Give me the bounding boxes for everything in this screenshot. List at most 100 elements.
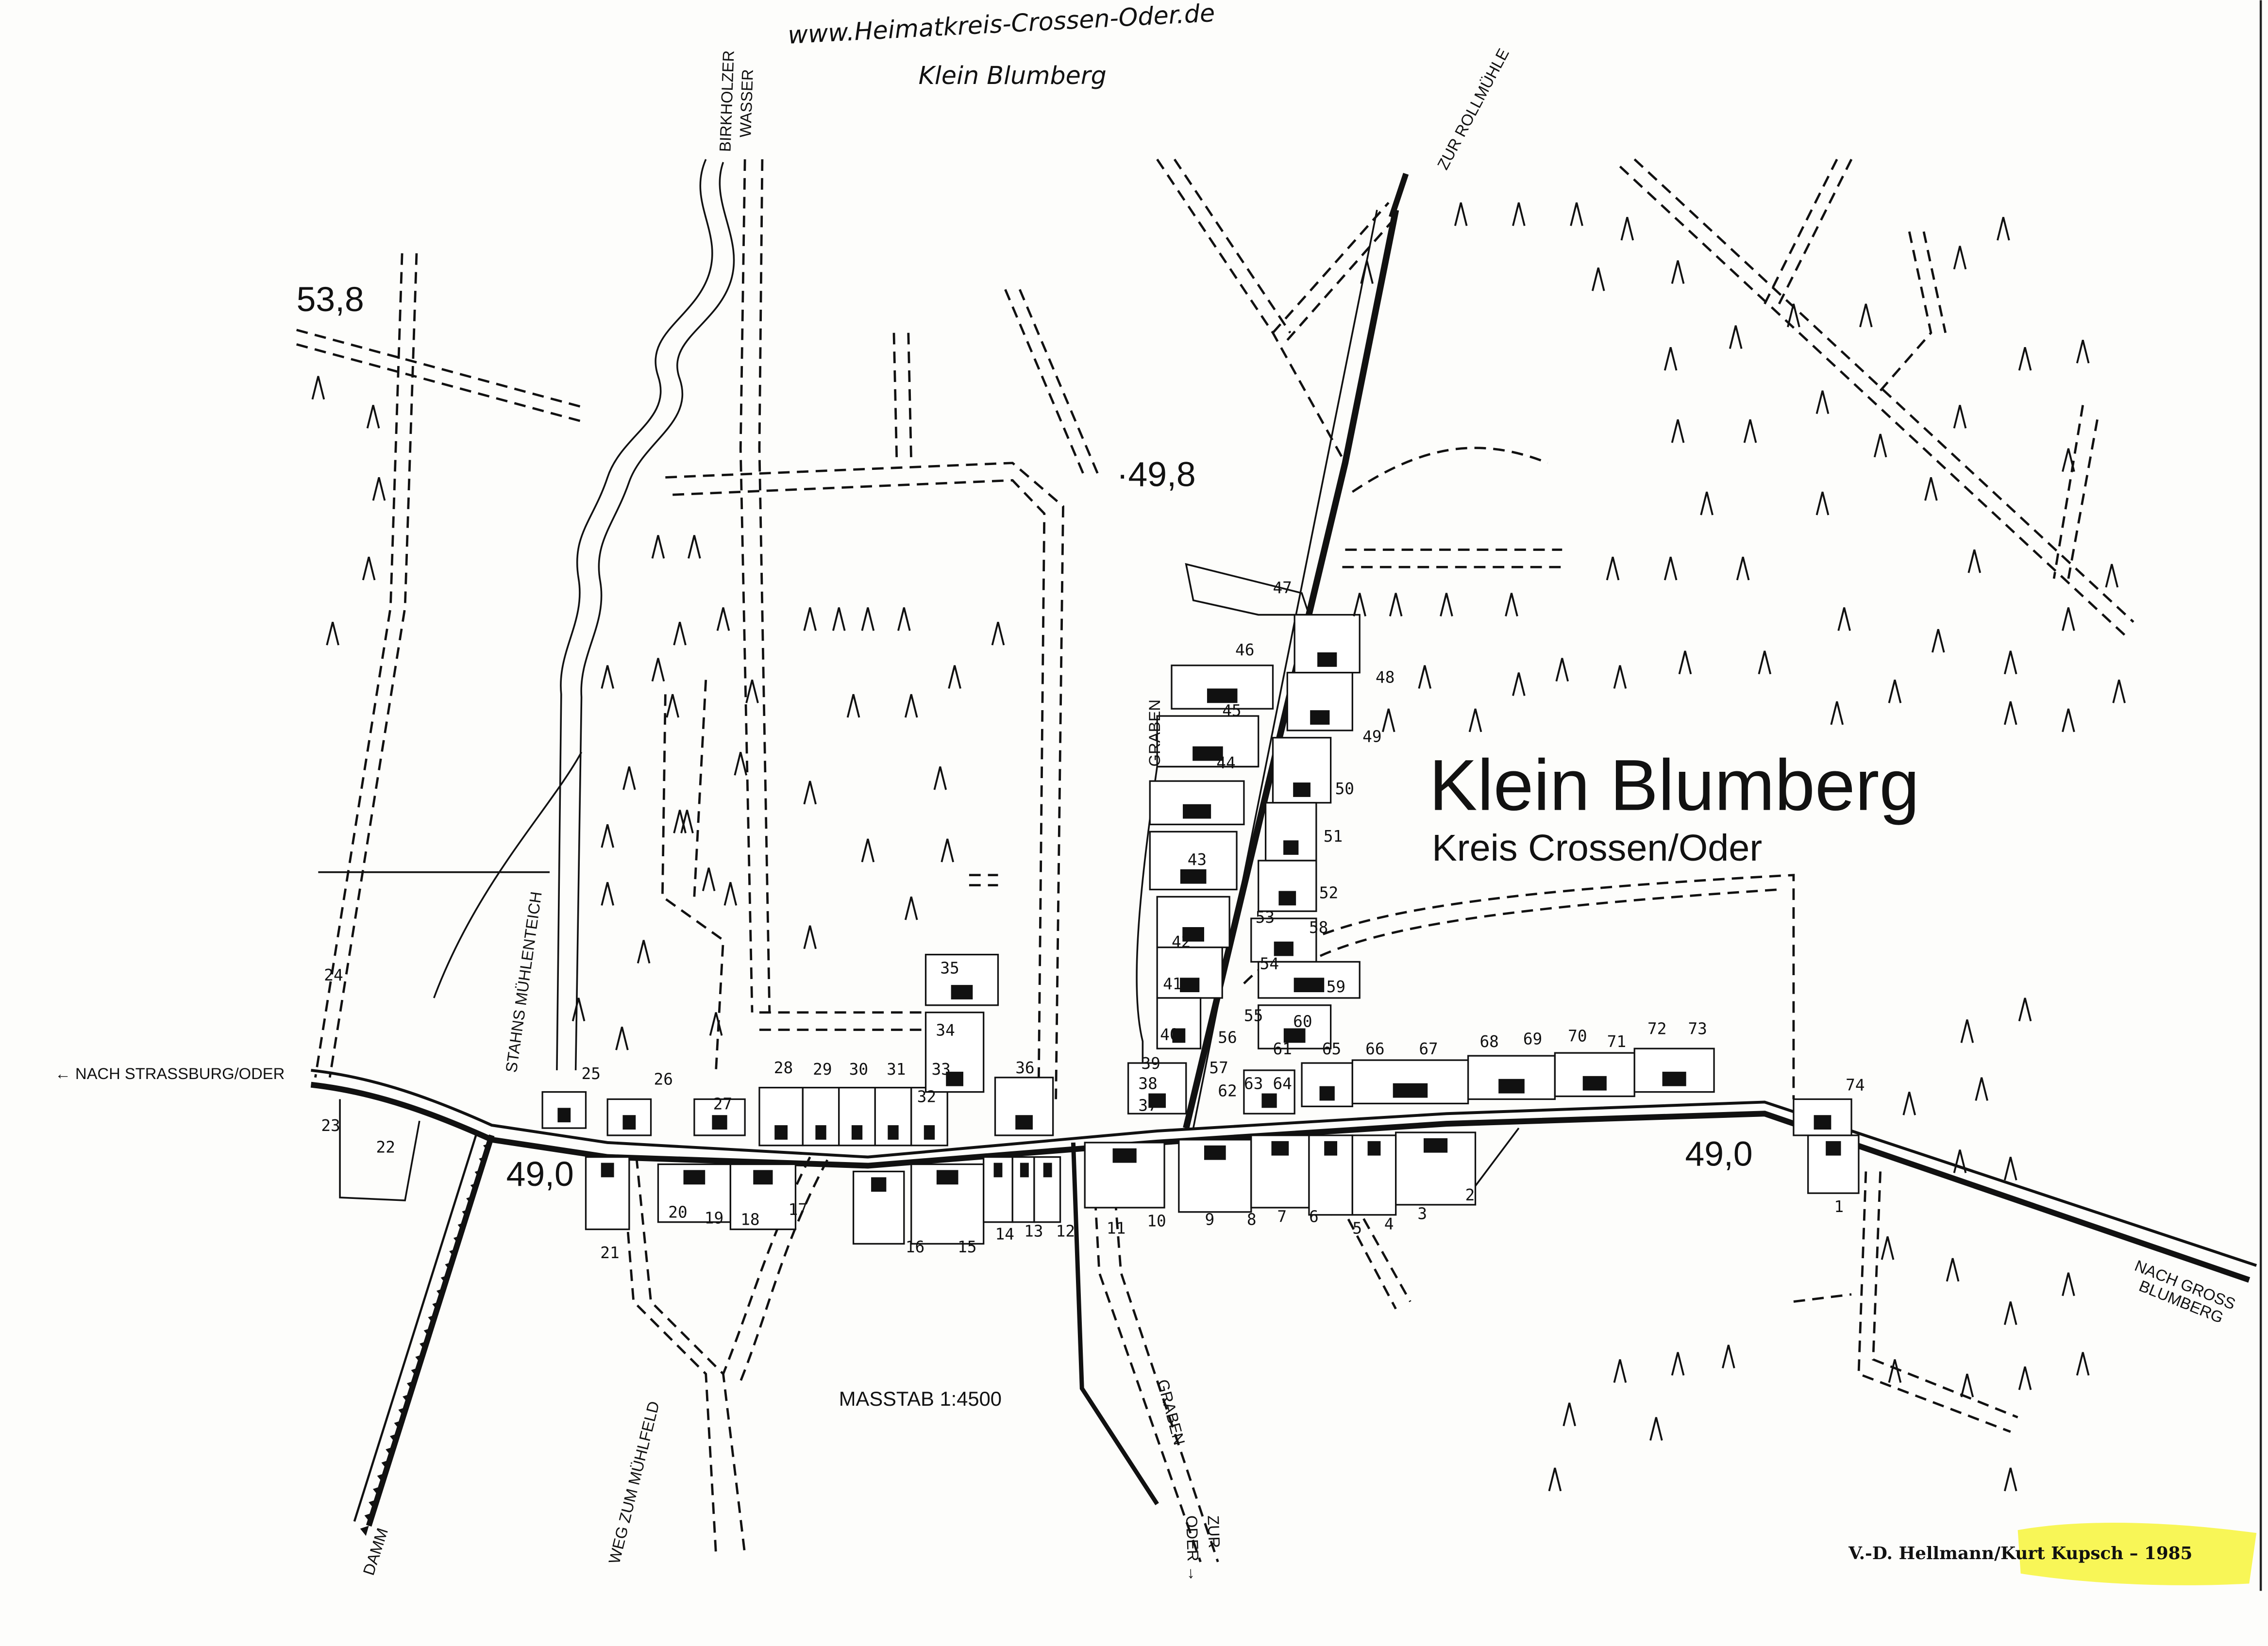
building [1283, 1028, 1306, 1043]
house-number: 21 [600, 1244, 619, 1262]
label-wasser: WASSER [736, 69, 756, 138]
label-zur-rollmuehle: ZUR ROLLMÜHLE [1433, 46, 1512, 173]
tree-icon [326, 621, 339, 646]
tree-icon [366, 405, 380, 429]
tree-icon [832, 607, 846, 631]
building [888, 1125, 899, 1140]
dike-tooth-icon [466, 1195, 475, 1206]
tree-icon [1743, 419, 1757, 443]
dike-tooth-icon [360, 1526, 369, 1536]
house-number: 33 [931, 1060, 950, 1079]
house-number: 64 [1273, 1075, 1292, 1093]
house-number: 69 [1523, 1030, 1542, 1048]
building [1582, 1076, 1607, 1091]
house-number: 72 [1647, 1019, 1666, 1038]
tree-icon [1512, 672, 1526, 696]
building [1204, 1145, 1226, 1160]
building [1310, 710, 1330, 725]
tree-icon [1729, 325, 1743, 349]
tree-icon [1953, 246, 1967, 270]
tree-icon [1440, 593, 1453, 616]
house-number: 3 [1417, 1205, 1427, 1223]
handwritten-title: Klein Blumberg [919, 61, 1107, 90]
house-number: 44 [1216, 753, 1235, 772]
tree-icon [637, 940, 651, 964]
building [1180, 978, 1200, 993]
building [1393, 1083, 1428, 1098]
dike-tooth-icon [381, 1460, 390, 1470]
house-number: 28 [774, 1059, 793, 1077]
house-number: 54 [1260, 954, 1279, 973]
dike-tooth-icon [406, 1380, 416, 1391]
property-plot [1258, 860, 1317, 912]
tree-icon [1859, 303, 1873, 328]
tree-icon [1960, 1374, 1974, 1397]
birkholzer-wasser-stream [433, 159, 735, 1070]
house-number: 37 [1138, 1096, 1157, 1114]
dike-tooth-icon [415, 1354, 424, 1364]
property-plot [1264, 802, 1317, 862]
house-number: 18 [740, 1211, 759, 1229]
tree-icon [1649, 1417, 1663, 1441]
tree-icon [734, 752, 748, 776]
building [1283, 840, 1299, 855]
house-number: 4 [1384, 1215, 1394, 1233]
tree-icon [1389, 593, 1403, 616]
house-number: 26 [654, 1070, 672, 1089]
tree-icon [1591, 267, 1605, 291]
label-weg-zum-muehlfeld: WEG ZUM MÜHLFELD [605, 1399, 663, 1566]
house-number: 29 [813, 1060, 832, 1079]
tree-icon [1382, 708, 1395, 732]
tree-icon [2003, 1467, 2017, 1492]
house-number: 63 [1244, 1075, 1263, 1093]
building [1207, 688, 1238, 703]
building [1148, 1093, 1166, 1108]
house-number: 39 [1141, 1054, 1160, 1073]
tree-icon [1613, 1359, 1627, 1383]
tree-icon [2003, 650, 2017, 675]
tree-icon [1953, 405, 1967, 429]
house-number: 58 [1309, 918, 1328, 937]
tree-icon [861, 607, 875, 631]
house-number: 20 [668, 1203, 687, 1222]
building [622, 1115, 636, 1130]
house-number: 34 [936, 1021, 955, 1039]
house-numbers: 1234567891011121314151617181920212223242… [321, 579, 1865, 1262]
house-number: 8 [1247, 1211, 1257, 1229]
tree-icon [673, 810, 687, 833]
tree-icon [362, 556, 376, 581]
map-title: Klein Blumberg [1429, 745, 1919, 826]
tree-icon [991, 621, 1005, 646]
house-number: 60 [1293, 1013, 1312, 1031]
building [1498, 1079, 1525, 1094]
label-nach-strassburg: ← NACH STRASSBURG/ODER [55, 1064, 285, 1082]
highlighter-mark [2017, 1523, 2257, 1585]
house-number: 40 [1160, 1025, 1179, 1044]
building [924, 1125, 935, 1140]
dike-tooth-icon [449, 1248, 458, 1259]
building [1294, 978, 1325, 993]
house-number: 55 [1244, 1007, 1263, 1025]
dike-tooth-icon [389, 1433, 399, 1444]
label-graben-south: GRABEN [1154, 1378, 1189, 1447]
tree-icon [948, 665, 961, 689]
building [712, 1115, 727, 1130]
tree-icon [1570, 202, 1583, 226]
main-road [310, 1068, 2257, 1283]
dike-tooth-icon [432, 1301, 441, 1312]
property-plot [1156, 997, 1202, 1049]
building [683, 1170, 706, 1185]
tree-icon [1663, 347, 1678, 371]
tree-icon [2076, 1352, 2090, 1376]
tree-icon [1454, 202, 1468, 226]
label-zur: ZUR [1204, 1515, 1223, 1548]
tree-icon [2062, 607, 2075, 631]
tree-icon [1758, 650, 1772, 675]
tree-icon [1975, 1077, 1988, 1101]
tree-icon [861, 838, 875, 863]
dike-tooth-icon [377, 1473, 386, 1483]
house-number: 10 [1147, 1212, 1166, 1230]
building [951, 985, 973, 999]
building [1319, 1086, 1335, 1101]
tree-icon [1815, 491, 1830, 515]
